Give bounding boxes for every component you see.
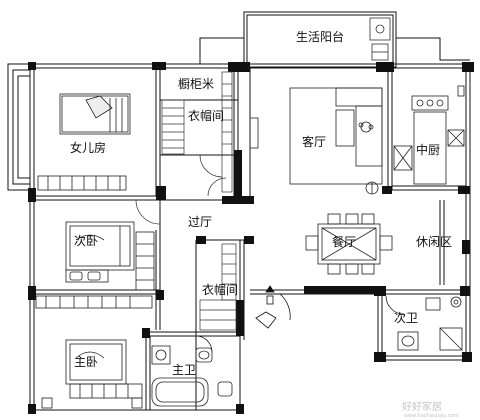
- balcony-fixtures: [369, 17, 391, 61]
- label-daughter-room: 女儿房: [70, 140, 106, 155]
- label-dining-room: 餐厅: [332, 234, 356, 249]
- second-bedroom-furniture: [35, 221, 155, 309]
- second-bath-fixtures: [385, 295, 463, 351]
- label-closet-top: 衣帽间: [188, 108, 224, 123]
- label-closet-mid: 衣帽间: [202, 282, 238, 297]
- corridor-doors: [135, 177, 227, 225]
- label-kitchen: 中厨: [416, 142, 440, 157]
- living-room-furniture: [249, 87, 383, 195]
- kitchen-fixtures: [393, 85, 465, 185]
- label-balcony: 生活阳台: [296, 29, 344, 44]
- closet-mid-shelves: [199, 243, 237, 331]
- label-second-bath: 次卫: [394, 311, 418, 325]
- master-bath-fixtures: [151, 335, 233, 407]
- label-living-room: 客厅: [302, 134, 326, 149]
- label-second-bedroom: 次卧: [74, 234, 98, 248]
- label-master-bedroom: 主卧: [74, 355, 98, 369]
- label-leisure-area: 休闲区: [416, 235, 452, 249]
- closet-top-shelves: [161, 71, 233, 193]
- label-cabinet: 橱柜米: [178, 77, 214, 91]
- master-bedroom-furniture: [41, 339, 143, 409]
- watermark-logo: 好好家居: [402, 400, 442, 413]
- solid-walls: [28, 62, 474, 414]
- daughter-room-bed: [37, 93, 131, 191]
- dining-set: [305, 213, 393, 275]
- label-master-bath: 主卫: [172, 363, 196, 377]
- entrance-marker: [255, 285, 291, 329]
- watermark-url: www.haohaojiaju.com: [404, 413, 459, 419]
- outer-walls: [7, 11, 472, 411]
- label-corridor: 过厅: [188, 215, 212, 229]
